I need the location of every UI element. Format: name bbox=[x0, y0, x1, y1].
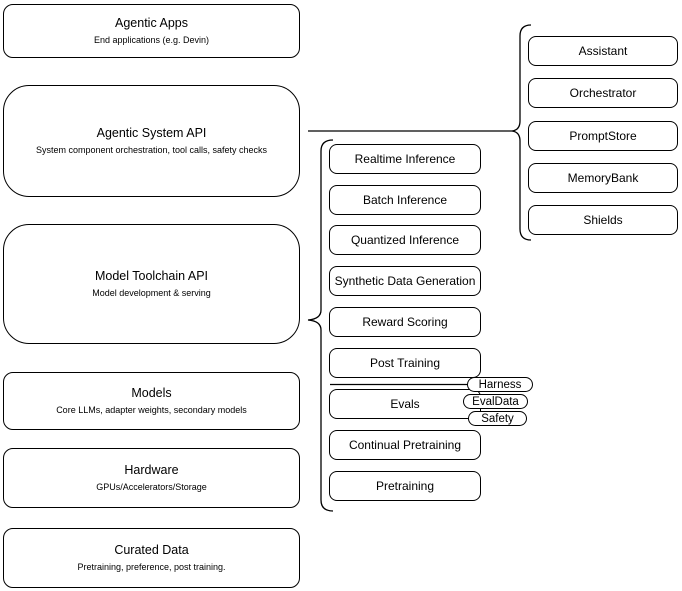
toolchain-box-label: Synthetic Data Generation bbox=[334, 274, 476, 288]
layer-title: Curated Data bbox=[114, 542, 189, 557]
toolchain-box-reward-scoring: Reward Scoring bbox=[329, 307, 481, 337]
layer-box-models: Models Core LLMs, adapter weights, secon… bbox=[3, 372, 300, 430]
toolchain-box-label: Pretraining bbox=[375, 479, 435, 493]
toolchain-box-label: Reward Scoring bbox=[362, 315, 448, 329]
layer-box-curated-data: Curated Data Pretraining, preference, po… bbox=[3, 528, 300, 588]
layer-title: Agentic Apps bbox=[115, 15, 188, 30]
system-box-label: Assistant bbox=[578, 44, 628, 58]
system-components-brace bbox=[511, 24, 532, 241]
layer-subtitle: GPUs/Accelerators/Storage bbox=[96, 482, 207, 493]
evals-tag-harness: Harness bbox=[467, 377, 533, 392]
system-box-label: Orchestrator bbox=[569, 86, 637, 100]
system-box-label: MemoryBank bbox=[567, 171, 639, 185]
evals-tag-label: Harness bbox=[478, 378, 522, 391]
toolchain-box-quantized-inference: Quantized Inference bbox=[329, 225, 481, 255]
layer-title: Models bbox=[131, 385, 172, 400]
system-box-assistant: Assistant bbox=[528, 36, 678, 66]
toolchain-box-pretraining: Pretraining bbox=[329, 471, 481, 501]
toolchain-box-label: Quantized Inference bbox=[350, 233, 460, 247]
toolchain-box-label: Post Training bbox=[369, 356, 441, 370]
toolchain-box-label: Batch Inference bbox=[362, 193, 448, 207]
evals-tag-evaldata: EvalData bbox=[463, 394, 528, 409]
layer-box-agentic-apps: Agentic Apps End applications (e.g. Devi… bbox=[3, 4, 300, 58]
system-box-memorybank: MemoryBank bbox=[528, 163, 678, 193]
toolchain-box-evals: Evals bbox=[329, 389, 481, 419]
system-box-promptstore: PromptStore bbox=[528, 121, 678, 151]
system-box-orchestrator: Orchestrator bbox=[528, 78, 678, 108]
toolchain-box-label: Evals bbox=[390, 397, 420, 411]
toolchain-box-synthetic-data-generation: Synthetic Data Generation bbox=[329, 266, 481, 296]
toolchain-box-label: Realtime Inference bbox=[354, 152, 456, 166]
system-box-shields: Shields bbox=[528, 205, 678, 235]
toolchain-brace bbox=[307, 139, 334, 512]
toolchain-box-continual-pretraining: Continual Pretraining bbox=[329, 430, 481, 460]
layer-subtitle: Model development & serving bbox=[92, 288, 211, 299]
layer-subtitle: Core LLMs, adapter weights, secondary mo… bbox=[56, 405, 247, 416]
layer-title: Hardware bbox=[124, 462, 179, 477]
evals-tag-label: EvalData bbox=[472, 395, 519, 408]
layer-box-agentic-system-api: Agentic System API System component orch… bbox=[3, 85, 300, 197]
layer-box-model-toolchain-api: Model Toolchain API Model development & … bbox=[3, 224, 300, 344]
evals-tag-safety: Safety bbox=[468, 411, 527, 426]
system-box-label: Shields bbox=[583, 213, 623, 227]
toolchain-box-realtime-inference: Realtime Inference bbox=[329, 144, 481, 174]
layer-title: Model Toolchain API bbox=[94, 268, 209, 283]
layer-title: Agentic System API bbox=[96, 125, 207, 140]
system-box-label: PromptStore bbox=[569, 129, 637, 143]
toolchain-box-batch-inference: Batch Inference bbox=[329, 185, 481, 215]
toolchain-box-label: Continual Pretraining bbox=[348, 438, 462, 452]
layer-box-hardware: Hardware GPUs/Accelerators/Storage bbox=[3, 448, 300, 508]
toolchain-box-post-training: Post Training bbox=[329, 348, 481, 378]
layer-subtitle: System component orchestration, tool cal… bbox=[35, 145, 268, 156]
evals-tag-label: Safety bbox=[481, 412, 514, 425]
layer-subtitle: End applications (e.g. Devin) bbox=[93, 35, 210, 46]
layer-subtitle: Pretraining, preference, post training. bbox=[77, 562, 226, 573]
